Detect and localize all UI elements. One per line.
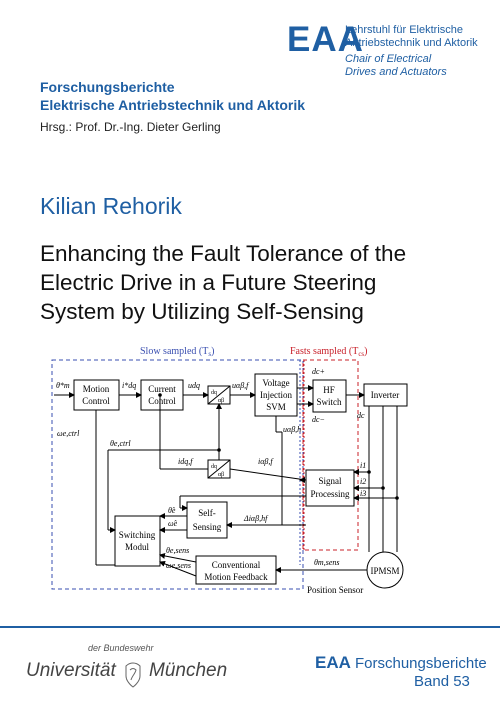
svg-text:dq: dq	[211, 390, 217, 396]
eaa-logo: EAA	[287, 20, 364, 59]
svg-text:Injection: Injection	[260, 390, 292, 400]
svg-text:Switch: Switch	[316, 397, 342, 407]
series-line-2: Elektrische Antriebstechnik und Aktorik	[40, 97, 306, 113]
ipmsm-motor: IPMSM	[366, 551, 404, 589]
label-dc-plus: dc+	[312, 367, 325, 376]
position-sensor-label: Position Sensor	[307, 585, 363, 595]
label-i-ab-f: iαβ,f	[258, 457, 274, 466]
svg-text:Current: Current	[148, 384, 176, 394]
chair-en-line-2: Drives and Actuators	[345, 66, 447, 78]
footer-eaa-logo: EAA	[315, 653, 351, 672]
label-i-dq-star: i*dq	[122, 381, 136, 390]
signal-labels: θ*m i*dq udq uαβ,f uαβ,h dc+ dc− dc ωe,c…	[56, 367, 366, 570]
svg-text:IPMSM: IPMSM	[370, 566, 399, 576]
svg-text:αβ: αβ	[218, 398, 224, 404]
svg-text:Sensing: Sensing	[193, 522, 222, 532]
svg-text:Signal: Signal	[318, 476, 342, 486]
university-subtitle: der Bundeswehr	[88, 643, 154, 653]
label-i2: i2	[360, 477, 366, 486]
svg-text:Processing: Processing	[311, 489, 350, 499]
svg-text:Modul: Modul	[125, 542, 150, 552]
series-line-1: Forschungsberichte	[40, 79, 175, 95]
motion-control-block: Motion Control	[73, 379, 120, 411]
fast-sampled-region	[302, 359, 359, 551]
dq-ab-transform-top: dq αβ	[207, 385, 231, 405]
label-omega-sens: ωe,sens	[166, 561, 191, 570]
label-omega-e-ctrl: ωe,ctrl	[57, 429, 80, 438]
university-name: Universität	[26, 660, 116, 681]
label-u-dq: udq	[188, 381, 200, 390]
svg-text:Motion: Motion	[83, 384, 110, 394]
chair-name-german: Lehrstuhl für Elektrische Antriebstechni…	[345, 24, 478, 50]
footer-volume: Band 53	[414, 673, 470, 690]
chair-en-line-1: Chair of Electrical	[345, 53, 432, 65]
label-theta-m-sens: θm,sens	[314, 558, 339, 567]
series-title: Forschungsberichte Elektrische Antriebst…	[40, 78, 305, 114]
label-omega-hat: ω̂e	[168, 519, 178, 528]
svg-text:SVM: SVM	[266, 402, 286, 412]
chair-de-line-2: Antriebstechnik und Aktorik	[345, 37, 478, 49]
dq-ab-transform-mid: dq αβ	[207, 459, 231, 479]
label-u-ab-h: uαβ,h	[283, 425, 301, 434]
svg-text:Control: Control	[82, 396, 110, 406]
svg-text:Control: Control	[148, 396, 176, 406]
current-control-block: Current Control	[140, 379, 184, 411]
svg-text:Conventional: Conventional	[212, 560, 261, 570]
label-i1: i1	[360, 461, 366, 470]
label-dc: dc	[357, 411, 365, 420]
author-name: Kilian Rehorik	[40, 193, 182, 219]
label-theta-m-star: θ*m	[56, 381, 70, 390]
voltage-injection-svm-block: Voltage Injection SVM	[254, 373, 298, 417]
switching-modul-block: Switching Modul	[114, 515, 161, 567]
junction-dots	[158, 393, 399, 500]
svg-text:HF: HF	[323, 385, 335, 395]
svg-text:αβ: αβ	[218, 472, 224, 478]
signal-lines	[54, 385, 398, 577]
svg-text:Motion Feedback: Motion Feedback	[204, 572, 268, 582]
chair-de-line-1: Lehrstuhl für Elektrische	[345, 24, 463, 36]
label-delta-i: Δiαβ,hf	[243, 514, 269, 523]
svg-text:Switching: Switching	[119, 530, 156, 540]
slow-sampled-label: Slow sampled (Ts)	[140, 346, 214, 358]
university-crest-icon	[125, 662, 141, 688]
title-line-2: Electric Drive in a Future Steering	[40, 270, 377, 295]
footer-series: Forschungsberichte	[355, 655, 487, 672]
fast-sampled-label: Fasts sampled (Tcs)	[290, 346, 368, 358]
label-theta-hat: θ̂e	[168, 506, 176, 515]
label-dc-minus: dc−	[312, 415, 325, 424]
self-sensing-block: Self- Sensing	[186, 501, 228, 539]
book-title: Enhancing the Fault Tolerance of the Ele…	[40, 239, 480, 326]
svg-text:Voltage: Voltage	[262, 378, 289, 388]
title-line-3: System by Utilizing Self-Sensing	[40, 299, 364, 324]
slow-sampled-region	[51, 359, 304, 590]
title-line-1: Enhancing the Fault Tolerance of the	[40, 241, 407, 266]
hf-switch-block: HF Switch	[312, 379, 347, 413]
label-i-dq-f: idq,f	[178, 457, 194, 466]
label-theta-e-ctrl: θe,ctrl	[110, 439, 131, 448]
chair-name-english: Chair of Electrical Drives and Actuators	[345, 53, 447, 79]
editor-line: Hrsg.: Prof. Dr.-Ing. Dieter Gerling	[40, 120, 221, 134]
signal-processing-block: Signal Processing	[305, 469, 355, 507]
block-diagram: Slow sampled (Ts) Fasts sampled (Tcs) Mo…	[51, 346, 408, 595]
university-city: München	[149, 660, 228, 681]
inverter-block: Inverter	[363, 383, 408, 407]
conventional-motion-feedback-block: Conventional Motion Feedback	[195, 555, 277, 585]
svg-text:Inverter: Inverter	[371, 390, 399, 400]
label-u-ab-f: uαβ,f	[232, 381, 250, 390]
label-i3: i3	[360, 489, 366, 498]
svg-text:Self-: Self-	[198, 508, 216, 518]
label-theta-sens: θe,sens	[166, 546, 189, 555]
footer-divider	[0, 626, 500, 628]
svg-text:dq: dq	[211, 464, 217, 470]
